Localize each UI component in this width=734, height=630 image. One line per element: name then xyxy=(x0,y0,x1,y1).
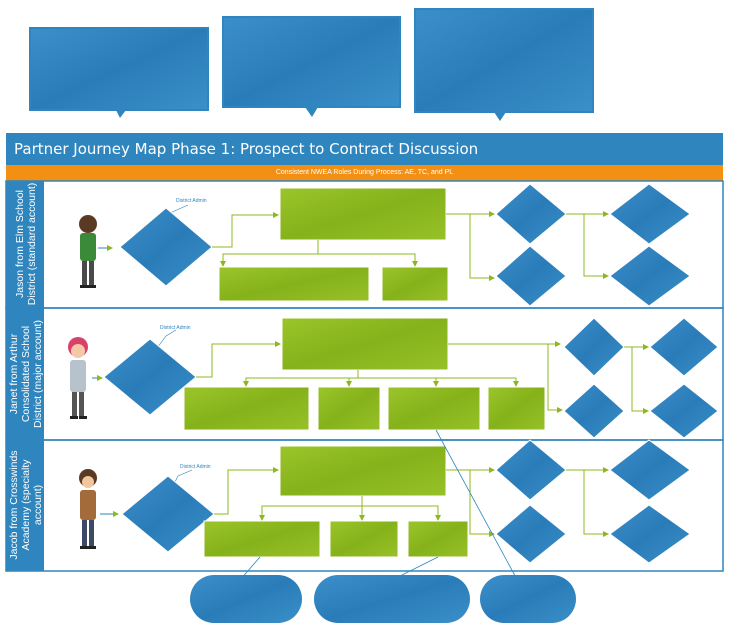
lane-3-decision-start xyxy=(121,475,215,553)
lane-2-label-bg xyxy=(6,308,44,440)
lane-2-decision-5 xyxy=(649,383,719,439)
lane-2-process-d xyxy=(487,386,546,431)
bottom-callout-1 xyxy=(190,575,302,623)
lane-2-decision-4 xyxy=(649,317,719,377)
persona-1-figure xyxy=(79,215,97,288)
lane-3-decision-3 xyxy=(495,504,567,564)
lane-2-process-a xyxy=(183,386,310,431)
lane-1-persona-label: Jason from Elm School District (standard… xyxy=(14,182,38,306)
lane-2-process-main xyxy=(281,317,449,371)
lane-3-process-a xyxy=(203,520,321,558)
lane-3-process-b xyxy=(329,520,399,558)
lane-3-admin-label: District Admin xyxy=(180,464,211,470)
bottom-callout-2 xyxy=(314,575,470,623)
lane-2-process-b xyxy=(317,386,381,431)
lane-2-admin-label: District Admin xyxy=(160,325,191,331)
lane-1-decision-3 xyxy=(495,245,567,307)
lane-1-label-bg xyxy=(6,181,44,308)
persona-3-figure xyxy=(79,469,97,549)
lane-3-decision-5 xyxy=(609,504,691,564)
lane-2-decision-start xyxy=(103,338,197,416)
lane-1-admin-label: District Admin xyxy=(176,198,207,204)
page-title: Partner Journey Map Phase 1: Prospect to… xyxy=(6,133,723,165)
callout-1 xyxy=(29,27,209,118)
lane-3-process-main xyxy=(279,445,447,497)
bottom-callout-3 xyxy=(480,575,576,623)
lane-1-process-a xyxy=(218,266,370,302)
lane-3-process-c xyxy=(407,520,469,558)
lane-2-decision-2 xyxy=(563,317,625,377)
lane-2-decision-3 xyxy=(563,383,625,439)
lane-1-decision-4 xyxy=(609,183,691,245)
lane-2-process-c xyxy=(387,386,481,431)
roles-banner: Consistent NWEA Roles During Process: AE… xyxy=(6,165,723,181)
callout-2 xyxy=(222,16,401,117)
callout-3 xyxy=(414,8,594,121)
lane-1-process-b xyxy=(381,266,449,302)
lane-2-persona-label: Janet from Arthur Consolidated School Di… xyxy=(8,320,44,428)
persona-2-figure xyxy=(68,337,88,419)
lane-1-decision-5 xyxy=(609,245,691,307)
lane-3-label-bg xyxy=(6,440,44,571)
lane-3-persona-label: Jacob from Crosswinds Academy (specialty… xyxy=(8,450,44,560)
lane-1-decision-start xyxy=(119,207,213,287)
lane-3-decision-2 xyxy=(495,439,567,501)
lane-3-decision-4 xyxy=(609,439,691,501)
lane-1-decision-2 xyxy=(495,183,567,245)
lane-1-process-main xyxy=(279,187,447,241)
